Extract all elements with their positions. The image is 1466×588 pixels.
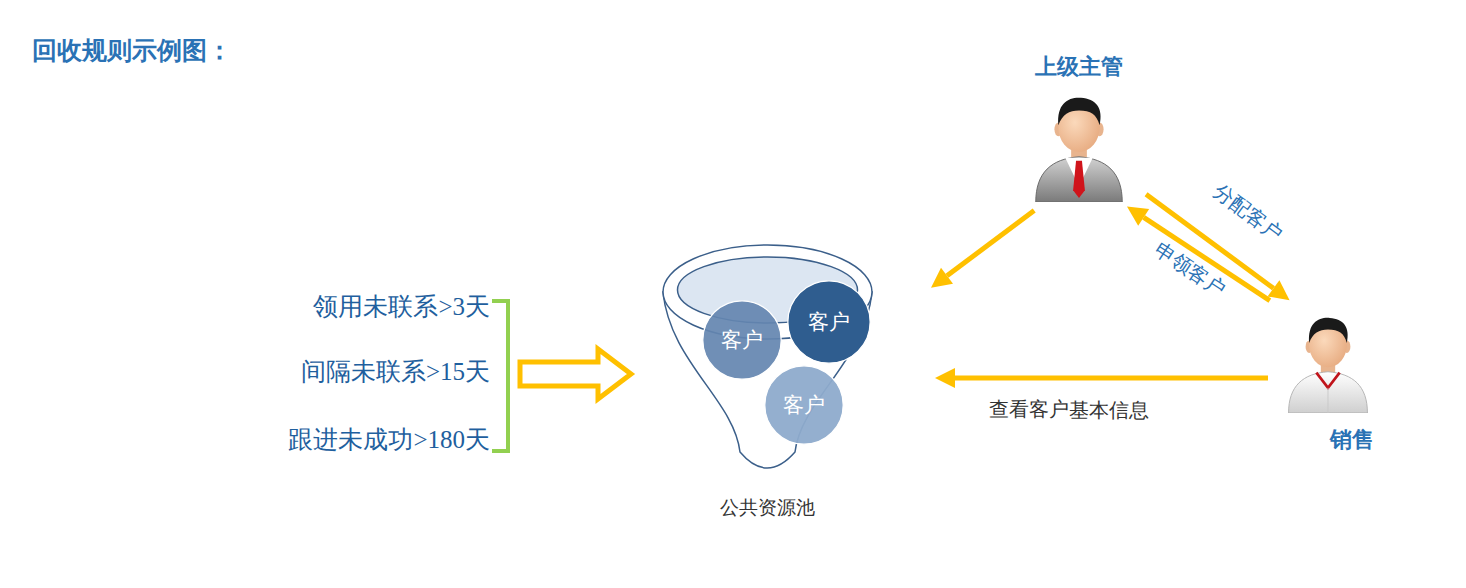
- person-node: 上级主管: [1020, 52, 1138, 202]
- customer-circle: 客户: [787, 280, 871, 364]
- circle-label: 客户: [764, 365, 844, 445]
- pool-label: 公共资源池: [660, 495, 875, 521]
- connector-arrow: [931, 210, 1034, 287]
- connector-line: [955, 375, 1268, 380]
- person-label: 销售: [1312, 425, 1392, 455]
- arrow-head: [931, 268, 953, 288]
- person-label: 上级主管: [1000, 52, 1158, 82]
- edge-label: 分配客户: [1208, 179, 1288, 248]
- connector-line: [947, 210, 1034, 275]
- hollow-arrow: [520, 349, 631, 399]
- person-icon: [1020, 88, 1138, 202]
- circle-label: 客户: [787, 280, 871, 364]
- arrow-head: [1268, 280, 1290, 300]
- customer-circle: 客户: [702, 300, 782, 380]
- person-icon-box: [1020, 88, 1138, 202]
- edge-label: 查看客户基本信息: [988, 396, 1148, 423]
- customer-circle: 客户: [764, 365, 844, 445]
- arrow-head: [935, 368, 955, 388]
- rule-text: 跟进未成功>180天: [288, 425, 490, 455]
- arrow-head: [1127, 206, 1149, 225]
- person-icon: [1278, 309, 1378, 413]
- person-node: 销售: [1270, 305, 1400, 455]
- rule-text: 间隔未联系>15天: [301, 357, 490, 387]
- resource-pool-funnel: 公共资源池 客户客户客户: [660, 240, 875, 525]
- diagram-title: 回收规则示例图：: [32, 34, 232, 67]
- person-icon-box: [1278, 309, 1378, 413]
- connector-arrow: [935, 368, 1268, 388]
- rule-text: 领用未联系>3天: [313, 292, 490, 322]
- bracket: [492, 301, 508, 451]
- circle-label: 客户: [702, 300, 782, 380]
- edge-label: 申领客户: [1150, 236, 1232, 303]
